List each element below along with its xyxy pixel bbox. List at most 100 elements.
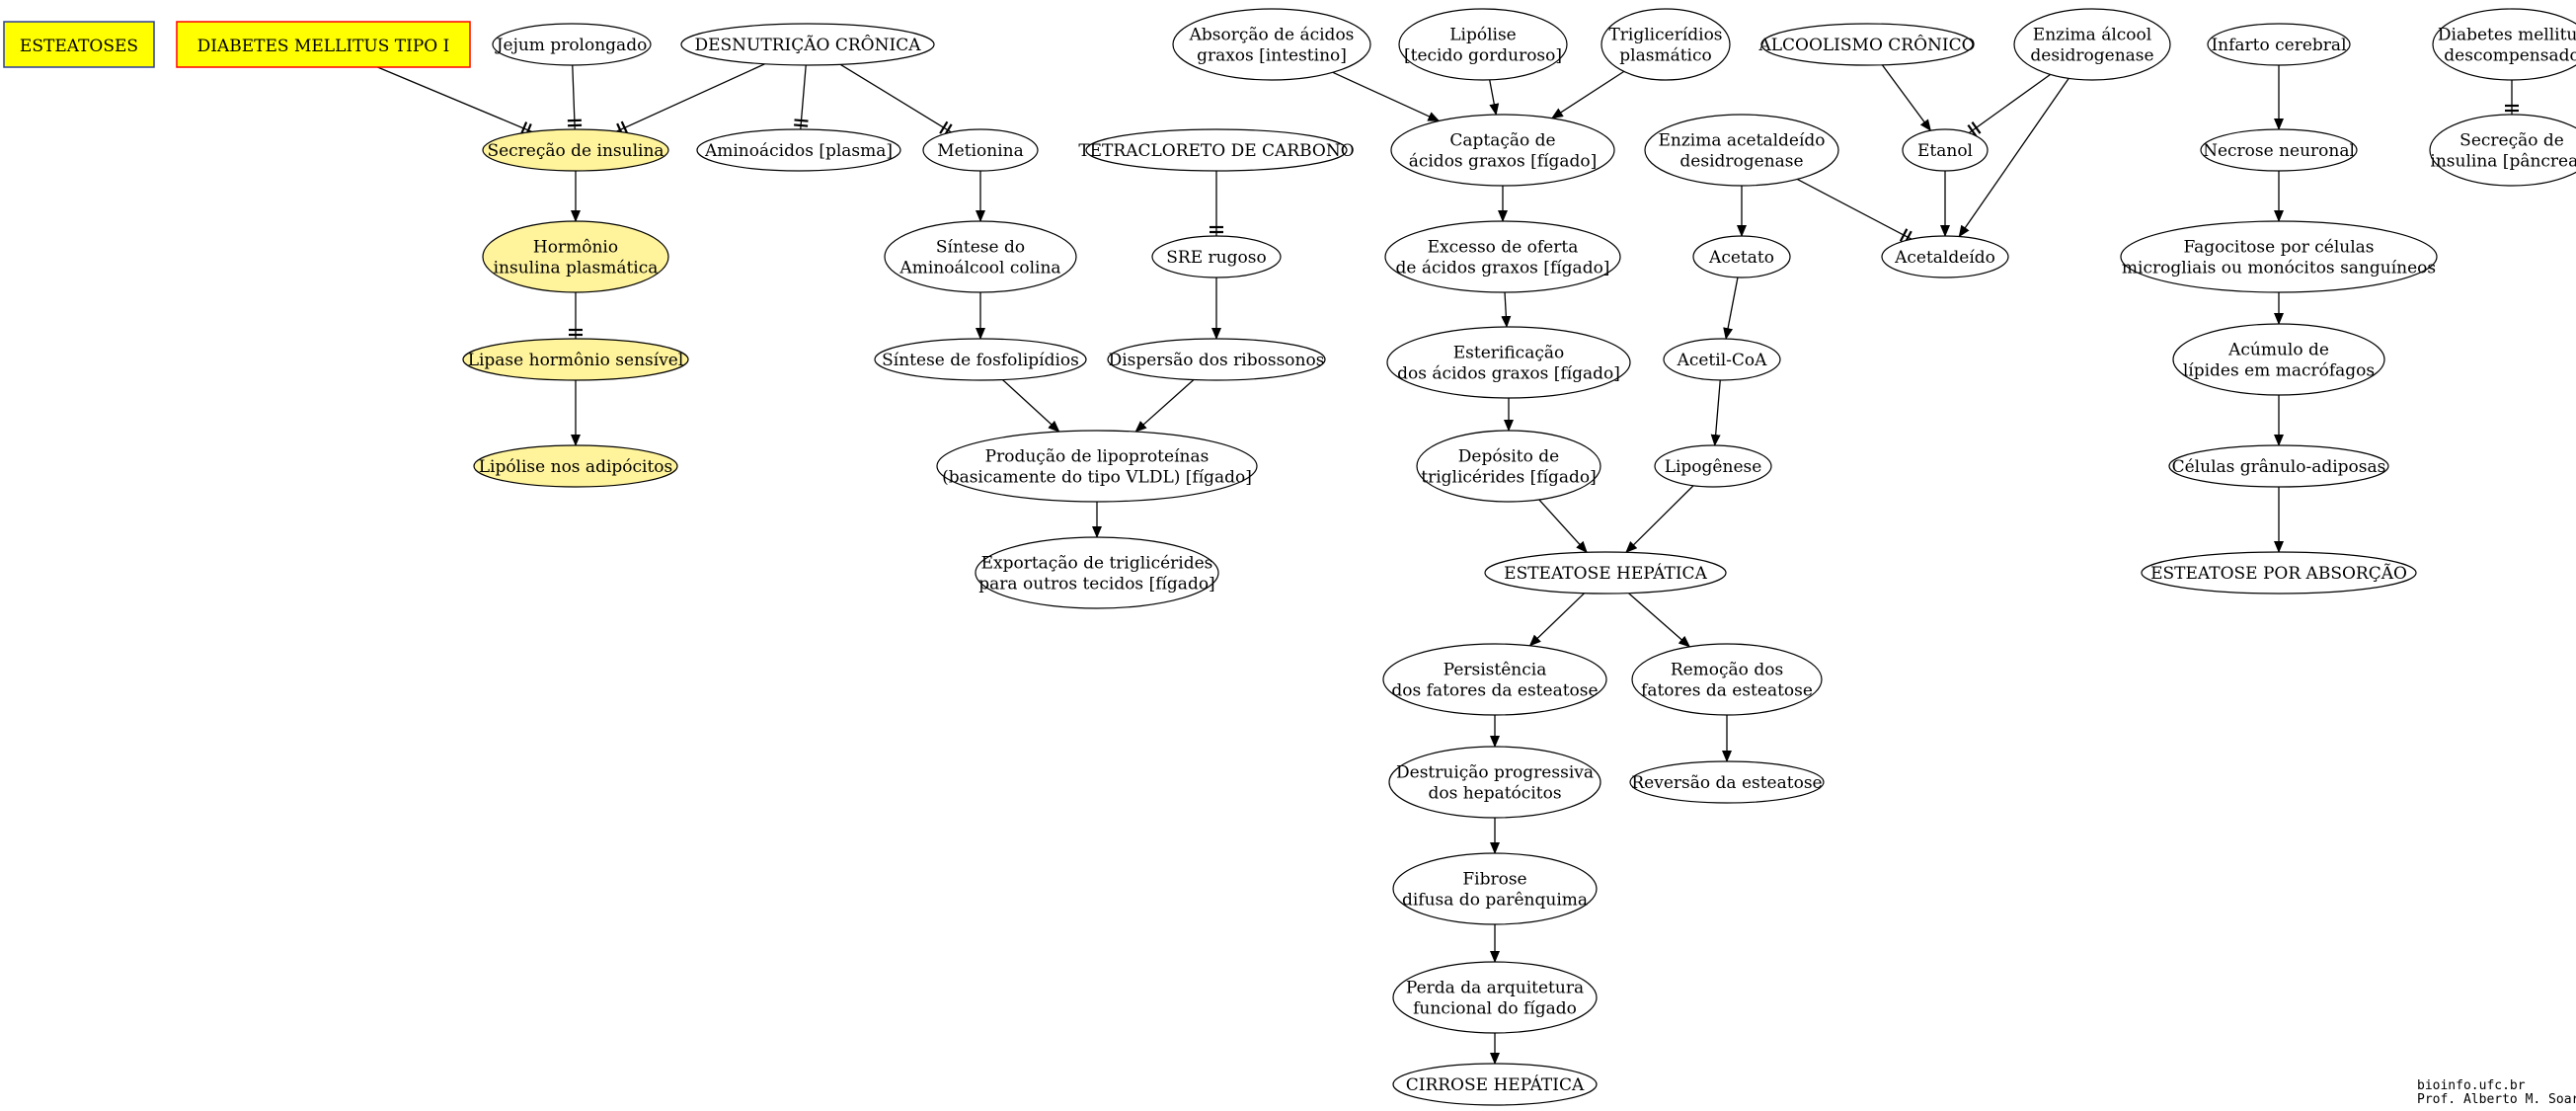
node-infarto: Infarto cerebral	[2207, 23, 2351, 66]
inhibition-bar-icon	[939, 120, 949, 134]
node-label: Necrose neuronal	[2203, 141, 2355, 161]
header-label: DIABETES MELLITUS TIPO I	[197, 37, 450, 56]
node-esteatose-hepatica: ESTEATOSE HEPÁTICA	[1484, 551, 1727, 595]
node-label: ácidos graxos [fígado]	[1409, 152, 1598, 172]
inhibition-bar-icon	[567, 119, 582, 122]
node-label: Persistência	[1444, 661, 1547, 680]
node-label: Exportação de triglicérides	[981, 554, 1213, 574]
node-alcoolismo: ALCOOLISMO CRÔNICO	[1757, 23, 1976, 66]
node-label: Secreção de	[2459, 131, 2564, 151]
header-box-esteatoses: ESTEATOSES	[3, 21, 155, 68]
inhibition-bar-icon	[1899, 228, 1909, 242]
edge-desnutricao-to-metionina	[839, 63, 953, 137]
edge-absorcao-acidos-to-captacao-acidos	[1332, 71, 1441, 122]
node-sre-rugoso: SRE rugoso	[1151, 235, 1282, 278]
node-producao-lipoproteinas: Produção de lipoproteínas(basicamente do…	[936, 430, 1258, 503]
node-jejum: Jejum prolongado	[492, 23, 652, 66]
edge-desnutricao-to-aminoacidos	[794, 64, 809, 130]
edge-alcoolismo-to-etanol	[1881, 64, 1932, 132]
node-label: desidrogenase	[2030, 46, 2153, 66]
node-label: ESTEATOSE POR ABSORÇÃO	[2150, 563, 2407, 584]
inhibition-bar-icon	[620, 120, 629, 135]
edge-dispersao-ribossonos-to-producao-lipoproteinas	[1134, 379, 1195, 433]
node-label: Perda da arquitetura	[1406, 979, 1584, 998]
node-label: Absorção de ácidos	[1189, 26, 1355, 45]
node-label: Excesso de oferta	[1428, 238, 1579, 258]
node-label: Hormônio	[533, 238, 618, 258]
node-label: funcional do fígado	[1413, 999, 1577, 1019]
node-label: Reversão da esteatose	[1631, 773, 1822, 793]
node-label: desidrogenase	[1679, 152, 1803, 172]
node-label: Lipólise	[1449, 26, 1517, 45]
node-label: descompensado	[2444, 46, 2576, 66]
node-label: DESNUTRIÇÃO CRÔNICA	[695, 35, 922, 55]
node-label: microgliais ou monócitos sanguíneos	[2122, 259, 2436, 278]
node-reversao: Reversão da esteatose	[1629, 760, 1825, 804]
node-aminoacidos: Aminoácidos [plasma]	[696, 128, 901, 172]
node-label: insulina [pâncreas]	[2430, 152, 2576, 172]
nodes-layer: ESTEATOSES DIABETES MELLITUS TIPO I Jejum …	[3, 8, 2576, 1106]
node-lipogenese: Lipogênese	[1654, 444, 1772, 488]
node-label: Remoção dos	[1671, 661, 1783, 680]
header-box-diabetes-tipo1: DIABETES MELLITUS TIPO I	[176, 21, 471, 68]
inhibition-bar-icon	[568, 123, 583, 127]
node-acetaldeido: Acetaldeído	[1881, 235, 2009, 278]
inhibition-bar-icon	[794, 123, 809, 127]
node-label: Acetato	[1708, 248, 1774, 268]
node-label: [tecido gorduroso]	[1404, 46, 1562, 66]
node-tetracloreto: TETRACLORETO DE CARBONO	[1078, 128, 1355, 172]
node-label: Secreção de insulina	[487, 141, 664, 161]
edge-sintese-fosfolipidios-to-producao-lipoproteinas	[1001, 379, 1060, 433]
node-label: Fagocitose por células	[2183, 238, 2374, 258]
node-label: Síntese de fosfolipídios	[882, 351, 1079, 370]
edge-enzima-alcool-to-acetaldeido	[1958, 77, 2069, 238]
node-label: Destruição progressiva	[1396, 763, 1594, 783]
node-dispersao-ribossonos: Dispersão dos ribossonos	[1107, 338, 1326, 381]
node-label: plasmático	[1619, 46, 1711, 66]
inhibition-bar-icon	[1971, 121, 1982, 134]
node-sintese-fosfolipidios: Síntese de fosfolipídios	[874, 338, 1087, 381]
node-etanol: Etanol	[1902, 128, 1989, 172]
node-label: difusa do parênquima	[1402, 891, 1588, 911]
node-label: Diabetes mellitus	[2438, 26, 2576, 45]
node-label: Triglicerídios	[1608, 26, 1722, 45]
node-acetil-coa: Acetil-CoA	[1663, 338, 1781, 381]
node-label: Aminoácidos [plasma]	[704, 141, 893, 161]
node-label: Lipase hormônio sensível	[468, 351, 684, 370]
node-label: Enzima acetaldeído	[1658, 131, 1825, 151]
node-label: insulina plasmática	[494, 259, 659, 278]
node-metionina: Metionina	[922, 128, 1039, 172]
node-label: Acetil-CoA	[1677, 351, 1768, 370]
node-label: Enzima álcool	[2033, 26, 2151, 45]
inhibition-bar-icon	[794, 119, 809, 122]
node-label: TETRACLORETO DE CARBONO	[1078, 141, 1354, 161]
node-esteatose-absorcao: ESTEATOSE POR ABSORÇÃO	[2141, 551, 2417, 595]
node-label: Depósito de	[1458, 447, 1559, 467]
edge-esteatose-hepatica-to-remocao	[1628, 593, 1691, 648]
node-lipolise-tecido: Lipólise[tecido gorduroso]	[1398, 8, 1568, 81]
footer-author: Prof. Alberto M. Soares	[2417, 1092, 2576, 1107]
node-label: CIRROSE HEPÁTICA	[1406, 1074, 1585, 1095]
edge-lipolise-tecido-to-captacao-acidos	[1489, 79, 1500, 117]
node-secrecao-insulina: Secreção de insulina	[482, 128, 669, 172]
node-label: de ácidos graxos [fígado]	[1396, 259, 1610, 278]
edge-enzima-acetaldeido-to-acetaldeido	[1796, 178, 1912, 245]
node-label: Células grânulo-adiposas	[2172, 457, 2386, 477]
node-label: ALCOOLISMO CRÔNICO	[1757, 35, 1975, 55]
edge-deposito-trigliceridios-to-esteatose-hepatica	[1538, 499, 1588, 553]
edge-enzima-alcool-to-etanol	[1967, 73, 2052, 137]
footer-site: bioinfo.ufc.br	[2417, 1078, 2526, 1093]
edge-esteatose-hepatica-to-persistencia	[1528, 593, 1586, 647]
